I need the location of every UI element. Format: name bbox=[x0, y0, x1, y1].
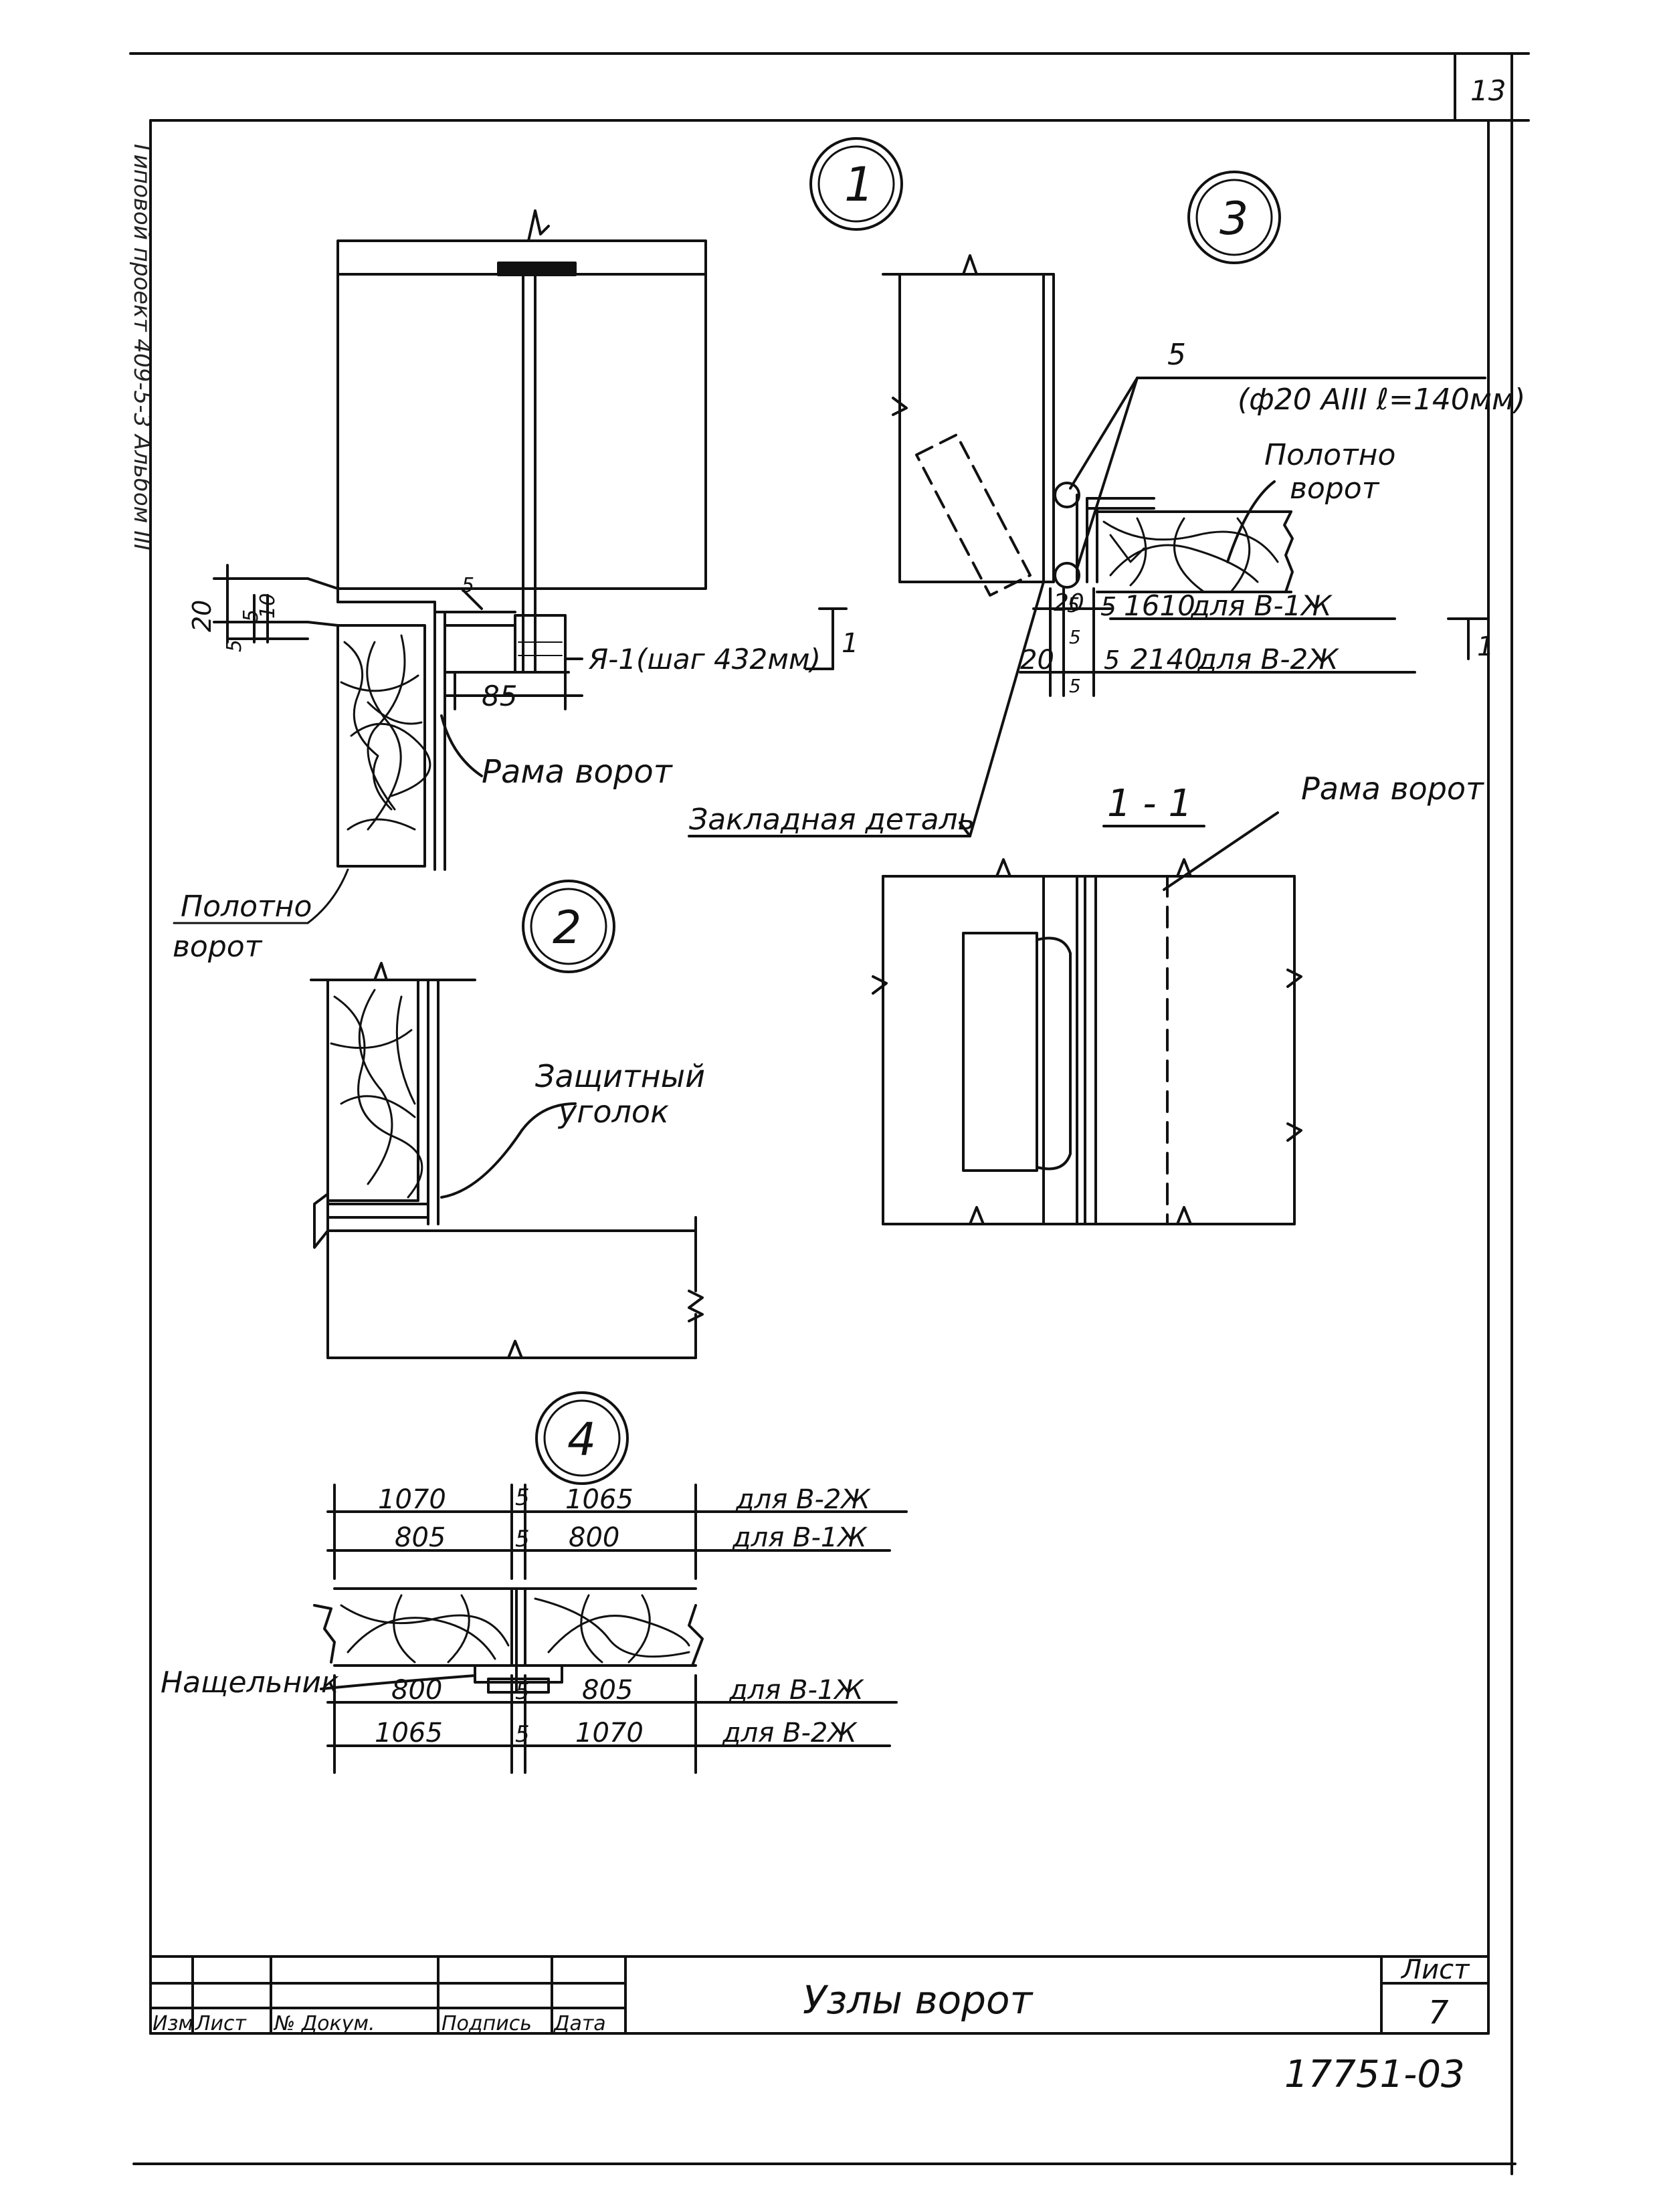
bot1-b: 5 bbox=[515, 1678, 530, 1705]
node3-num-5: 5 bbox=[1167, 338, 1186, 372]
node-1-labels: 20 5 5 10 5 Я-1(шаг 432мм) 85 1 Рама вор… bbox=[187, 574, 858, 791]
r2-c: 2140 bbox=[1131, 643, 1202, 676]
dim-10: 10 bbox=[256, 593, 280, 619]
r1-b: 5 bbox=[1067, 594, 1080, 617]
r2-a: 20 bbox=[1020, 645, 1054, 676]
node-3-marker: 3 bbox=[1187, 171, 1281, 264]
node-1-marker: 1 bbox=[809, 137, 903, 231]
hdr-list: Лист bbox=[195, 2012, 248, 2035]
sheet-number: 7 bbox=[1428, 1994, 1449, 2031]
dim-5b: 5 bbox=[239, 609, 263, 622]
section-1-1: 1 - 1 Рама ворот bbox=[1102, 771, 1484, 827]
bot2-b: 5 bbox=[515, 1721, 530, 1748]
r1-c: 1610 bbox=[1124, 589, 1195, 622]
node-4-number: 4 bbox=[567, 1413, 596, 1466]
leaf-label-line2: ворот bbox=[173, 930, 263, 964]
top1-c: 1065 bbox=[565, 1484, 633, 1515]
page-corner-number: 13 bbox=[1470, 74, 1506, 107]
cut-mark-1: 1 bbox=[842, 628, 858, 659]
r2-d: для В-2Ж bbox=[1197, 643, 1339, 676]
section-1-1-drawing bbox=[872, 811, 1302, 1225]
top1-a: 1070 bbox=[378, 1484, 446, 1515]
corner-label-line1: Защитный bbox=[535, 1058, 705, 1094]
anchor-label: Я-1(шаг 432мм) bbox=[588, 643, 821, 676]
node-1-drawing bbox=[213, 209, 848, 871]
frame-label: Рама ворот bbox=[482, 753, 674, 791]
node-2-drawing bbox=[310, 962, 704, 1359]
node-3-labels: 5 (ф20 AIII ℓ=140мм) Полотно ворот 20 5 … bbox=[1020, 338, 1525, 697]
node-4-labels: 1070 5 1065 для В-2Ж 805 5 800 для В-1Ж … bbox=[161, 1484, 871, 1748]
embedded-detail-label: Закладная деталь bbox=[689, 803, 975, 837]
r1-a: 20 bbox=[1054, 589, 1084, 617]
hdr-data: Дата bbox=[553, 2012, 606, 2035]
top2-a: 805 bbox=[395, 1522, 446, 1553]
bot2-a: 1065 bbox=[375, 1718, 443, 1748]
bot1-d: для В-1Ж bbox=[728, 1675, 864, 1706]
section-title: 1 - 1 bbox=[1107, 782, 1192, 825]
node-4-marker: 4 bbox=[535, 1391, 629, 1485]
bot2-c: 1070 bbox=[575, 1718, 644, 1748]
bot1-a: 800 bbox=[391, 1675, 442, 1706]
top1-d: для В-2Ж bbox=[735, 1484, 871, 1515]
node3-leaf-line2: ворот bbox=[1290, 472, 1380, 506]
top1-b: 5 bbox=[515, 1484, 530, 1511]
r2-s2: 5 bbox=[1069, 675, 1081, 697]
r1-5: 5 bbox=[1100, 592, 1116, 621]
dim-5: 5 bbox=[223, 639, 246, 652]
doc-number: 17751-03 bbox=[1284, 2053, 1465, 2096]
section-frame-label: Рама ворот bbox=[1301, 771, 1484, 807]
bot1-c: 805 bbox=[582, 1675, 633, 1706]
top2-c: 800 bbox=[569, 1522, 619, 1553]
node-3-number: 3 bbox=[1219, 193, 1248, 245]
dim-5c: 5 bbox=[462, 574, 474, 597]
r2-s1: 5 bbox=[1069, 626, 1081, 648]
node-1-number: 1 bbox=[844, 157, 874, 212]
top2-d: для В-1Ж bbox=[732, 1522, 868, 1553]
r2-b: 5 bbox=[1104, 645, 1120, 675]
title-block-text: Изм Лист № Докум. Подпись Дата Узлы воро… bbox=[153, 1954, 1470, 2035]
node3-leaf-line1: Полотно bbox=[1264, 438, 1395, 472]
node-2-number: 2 bbox=[553, 902, 581, 954]
drawing-title: Узлы ворот bbox=[803, 1977, 1034, 2023]
dim-85: 85 bbox=[482, 680, 517, 712]
node-4-drawing bbox=[313, 1484, 908, 1774]
hdr-podpis: Подпись bbox=[442, 2012, 532, 2035]
dim-20: 20 bbox=[187, 600, 217, 632]
r1-d: для В-1Ж bbox=[1190, 589, 1333, 622]
hdr-dokum: № Докум. bbox=[273, 2012, 375, 2035]
bot2-d: для В-2Ж bbox=[722, 1718, 858, 1748]
node-3-drawing bbox=[688, 254, 1490, 837]
leaf-label-line1: Полотно bbox=[181, 890, 312, 924]
top2-b: 5 bbox=[515, 1526, 530, 1552]
node-2-marker: 2 bbox=[522, 880, 615, 973]
hdr-izm: Изм bbox=[153, 2012, 193, 2035]
title-block bbox=[149, 1955, 1490, 2035]
rod-label: (ф20 AIII ℓ=140мм) bbox=[1238, 383, 1525, 417]
sheet-frame bbox=[129, 52, 1530, 2175]
sheet-label: Лист bbox=[1400, 1954, 1470, 1985]
node3-cut-mark: 1 bbox=[1477, 631, 1494, 662]
corner-label-line2: уголок bbox=[557, 1094, 669, 1130]
batten-label: Нащельник bbox=[161, 1666, 339, 1700]
